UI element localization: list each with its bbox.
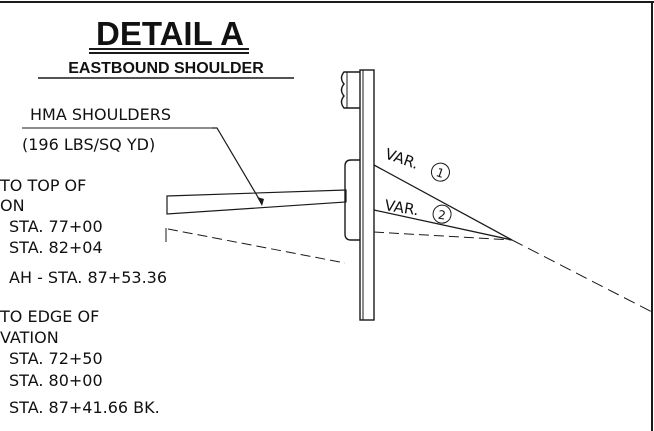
slope-label-1: VAR. 1 xyxy=(383,145,450,182)
note-top-line5: AH - STA. 87+53.36 xyxy=(9,268,167,287)
blockout xyxy=(344,159,360,241)
note-top-line1: TO TOP OF xyxy=(0,176,86,195)
note-bottom-line4: STA. 80+00 xyxy=(9,371,103,390)
callout-line2: (196 LBS/SQ YD) xyxy=(22,135,155,154)
hma-shoulder-wedge xyxy=(166,189,347,215)
slope-label-2-mark: 2 xyxy=(437,208,447,223)
foreslope-dashed xyxy=(511,239,653,313)
slope-label-1-mark: 1 xyxy=(434,165,446,181)
note-top-line3: STA. 77+00 xyxy=(9,217,103,236)
callout-line1: HMA SHOULDERS xyxy=(30,105,171,124)
guardrail-post xyxy=(359,69,375,321)
detail-subtitle: EASTBOUND SHOULDER xyxy=(68,60,264,77)
w-beam-rail xyxy=(340,71,360,109)
note-top-line2: ON xyxy=(0,196,25,215)
slope-label-1-text: VAR. xyxy=(383,145,421,173)
slope-line-1 xyxy=(373,164,513,241)
callout-leader xyxy=(212,127,263,205)
slope-label-2-text: VAR. xyxy=(383,196,420,219)
note-bottom-line3: STA. 72+50 xyxy=(9,349,103,368)
note-bottom-line2: VATION xyxy=(0,328,59,347)
slope-label-2-circle xyxy=(432,204,452,224)
note-bottom-line1: TO EDGE OF xyxy=(0,307,99,326)
slope-label-1-circle xyxy=(430,162,450,182)
callout-arrowhead xyxy=(257,197,264,206)
slope-line-2 xyxy=(373,209,513,241)
note-bottom-line5: STA. 87+41.66 BK. xyxy=(9,398,160,417)
slope-label-2: VAR. 2 xyxy=(383,196,452,224)
detail-title: DETAIL A xyxy=(96,15,244,52)
note-top-line4: STA. 82+04 xyxy=(9,238,103,257)
subgrade-line xyxy=(373,231,513,241)
existing-ground-line-left xyxy=(167,228,346,264)
